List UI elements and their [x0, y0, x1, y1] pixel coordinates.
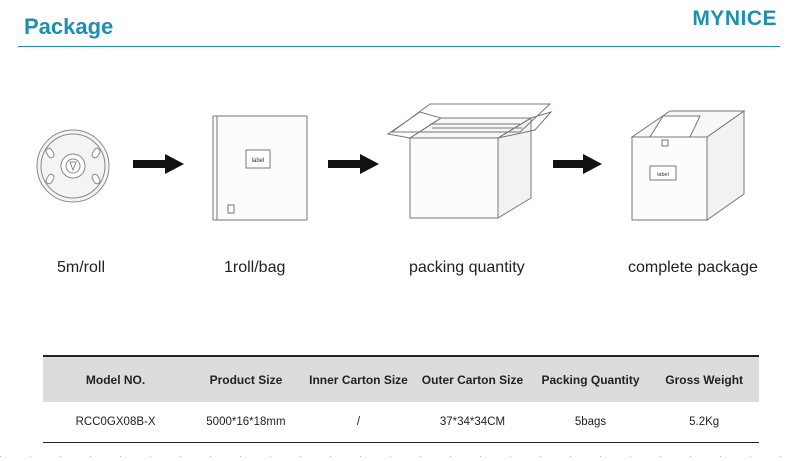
step-label-roll: 5m/roll: [57, 259, 106, 276]
arrow-right-icon: [133, 154, 184, 174]
table-row: RCC0GX08B-X 5000*16*18mm / 37*34*34CM 5b…: [43, 402, 759, 443]
arrow-right-icon: [328, 154, 379, 174]
bottom-dotted-line: [0, 456, 800, 457]
table-cell: 37*34*34CM: [413, 402, 532, 443]
column-header: Outer Carton Size: [413, 355, 532, 402]
table-cell: /: [303, 402, 414, 443]
table-header-row: Model NO. Product Size Inner Carton Size…: [43, 355, 759, 402]
column-header: Inner Carton Size: [303, 355, 414, 402]
column-header: Product Size: [188, 355, 304, 402]
column-header: Model NO.: [43, 355, 189, 402]
table-cell: 5bags: [531, 402, 650, 443]
step-label-packing: packing quantity: [409, 259, 525, 276]
column-header: Gross Weight: [649, 355, 759, 402]
open-carton-icon: [386, 103, 553, 219]
bag-icon: label: [212, 115, 308, 221]
title-divider: [18, 46, 780, 47]
table-cell: 5000*16*18mm: [188, 402, 304, 443]
packaging-illustrations: label label: [36, 103, 746, 221]
led-reel-icon: [36, 129, 110, 203]
brand-logo: MYNICE: [692, 7, 777, 30]
step-label-bag: 1roll/bag: [224, 259, 286, 276]
arrow-right-icon: [553, 154, 602, 174]
page-title: Package: [24, 14, 114, 39]
table-cell: RCC0GX08B-X: [43, 402, 189, 443]
bag-label-text: label: [252, 158, 265, 164]
column-header: Packing Quantity: [531, 355, 650, 402]
closed-carton-icon: label: [630, 110, 746, 221]
table-cell: 5.2Kg: [649, 402, 759, 443]
package-spec-table: Model NO. Product Size Inner Carton Size…: [43, 355, 759, 443]
step-label-complete: complete package: [628, 259, 758, 276]
box-label-text: label: [657, 172, 669, 178]
